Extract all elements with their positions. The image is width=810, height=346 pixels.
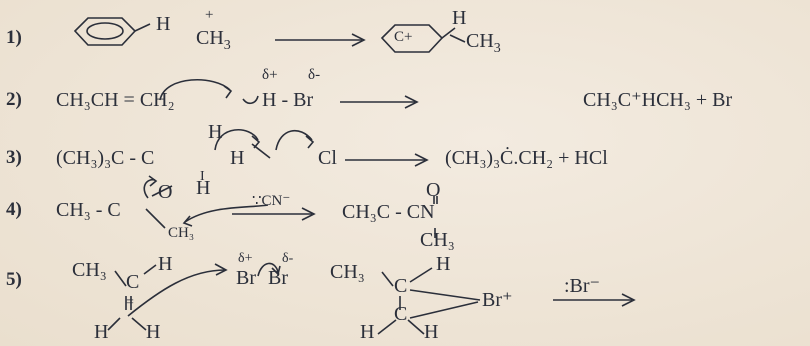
reaction-5-bromine-2: Br (268, 267, 288, 289)
reaction-5-bromide-reagent: :Br⁻ (564, 275, 601, 297)
reaction-5-carbon: C (126, 271, 140, 293)
reaction-2-delta-plus: δ+ (262, 67, 278, 83)
reaction3-arrow (345, 153, 429, 167)
reaction-1-ring-label: C+ (394, 29, 413, 45)
reaction-4-hydrogen: H (196, 177, 211, 199)
reaction-3-product: (CH₃)₃Ċ.CH₂ + HCl (445, 147, 608, 169)
reaction-2-number: 2) (6, 89, 22, 110)
reaction-4-reactant: CH₃ - C (56, 199, 121, 221)
reaction-5-product-methyl: CH₃ (330, 261, 365, 283)
reaction-5-number: 5) (6, 269, 22, 290)
reaction-1-product-ch3: CH3 (466, 30, 501, 56)
reaction5-arrow (553, 293, 636, 307)
reaction4-arrow (232, 207, 316, 221)
reaction4-bonds (143, 175, 269, 229)
reaction-3-chlorine: Cl (318, 147, 337, 169)
reaction4-product-bonds (433, 196, 438, 238)
reaction-5-delta-minus: δ- (282, 251, 294, 266)
benzene-ring (73, 17, 151, 46)
reaction2-arrow (340, 95, 419, 109)
reaction-5-product-carbon-2: C (394, 303, 408, 325)
reaction-2-alkene: CH₃CH = CH₂ (56, 89, 175, 111)
reaction5-bonds (107, 262, 281, 331)
reaction5-product-bonds (377, 267, 481, 335)
cation-ring (380, 24, 466, 53)
reaction-5-methyl: CH₃ (72, 259, 107, 281)
reaction-1-hydrogen: H (156, 13, 171, 35)
reaction-5-delta-plus: δ+ (238, 251, 253, 266)
reaction-5-hydrogen-bottom-right: H (146, 321, 161, 343)
reaction-3-number: 3) (6, 147, 22, 168)
reaction-2-delta-minus: δ- (308, 67, 321, 83)
reaction-1-charge: + (205, 7, 214, 23)
reaction-5-product-carbon-1: C (394, 275, 408, 297)
reaction-3-reactant: (CH₃)₃C - C (56, 147, 155, 169)
reaction-4-methyl: CH₃ (168, 225, 195, 241)
reaction-4-product: CH₃C - CN (342, 201, 435, 223)
reaction-5-hydrogen-bottom-left: H (94, 321, 109, 343)
reaction-5-bromine-1: Br (236, 267, 256, 289)
reaction-4-product-oxygen: O (426, 179, 441, 201)
reaction-2-hbr: H - Br (262, 89, 314, 111)
reaction-5-double-bond: = (126, 295, 134, 310)
reaction3-curved-arrows (214, 128, 315, 159)
reaction-5-bromonium: Br⁺ (482, 289, 513, 311)
reaction-2-product: CH₃C⁺HCH₃ + Br (583, 89, 733, 111)
reaction-4-product-methyl: CH₃ (420, 229, 455, 251)
reaction2-curved-arrow (159, 79, 259, 105)
reaction1-arrow (275, 33, 366, 47)
reaction-4-oxygen: O (158, 181, 173, 203)
reaction-1-methyl: CH3 (196, 27, 231, 53)
reaction-3-h-mid: H (230, 147, 245, 169)
reaction-1-product-h: H (452, 7, 467, 29)
reaction-3-bond: I (200, 169, 205, 184)
reaction-5-hydrogen-right: H (158, 253, 173, 275)
reaction-4-number: 4) (6, 199, 22, 220)
reaction-5-product-hydrogen-2: H (360, 321, 375, 343)
reaction-4-cyanide: ∵CN⁻ (252, 193, 291, 209)
reaction-5-product-hydrogen-3: H (424, 321, 439, 343)
reaction-1-number: 1) (6, 27, 22, 48)
reaction-5-product-hydrogen-1: H (436, 253, 451, 275)
reaction-3-h-top: H (208, 121, 223, 143)
